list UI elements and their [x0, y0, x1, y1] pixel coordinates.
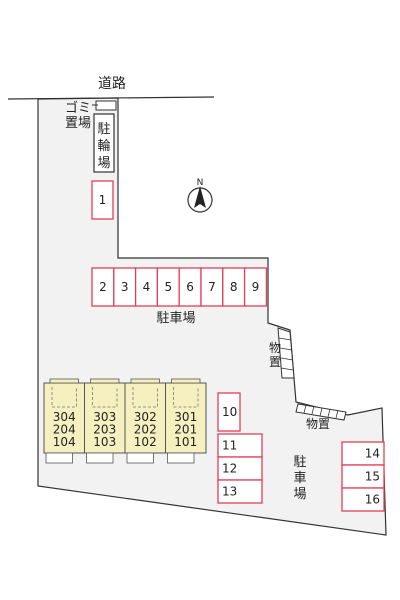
- parking-space: 13: [217, 479, 263, 504]
- parking-space-outline: [341, 487, 385, 512]
- parking-space: 12: [217, 456, 263, 481]
- parking-space-number: 8: [230, 280, 238, 294]
- parking-space: 11: [217, 433, 263, 458]
- unit-roof-notch: [90, 378, 120, 384]
- parking-space-number: 12: [222, 462, 237, 476]
- parking-space: 6: [178, 267, 202, 307]
- unit-room-number: 104: [53, 435, 76, 449]
- unit-room-number: 202: [134, 423, 157, 437]
- unit-entry-step: [126, 452, 154, 464]
- parking-space: 16: [341, 487, 385, 512]
- unit-room-number: 102: [134, 435, 157, 449]
- parking-space: 1: [91, 180, 114, 220]
- parking-space: 3: [113, 267, 137, 307]
- unit-room-number: 301: [174, 410, 197, 424]
- unit-block: [84, 382, 126, 454]
- parking-space-number: 7: [208, 280, 216, 294]
- unit-dashed-outline: [132, 387, 158, 408]
- unit-entry-step: [45, 452, 73, 464]
- unit-dashed-outline: [92, 387, 118, 408]
- parking-space-number: 6: [186, 280, 194, 294]
- parking-space-number: 13: [222, 485, 237, 499]
- unit-block: [165, 382, 207, 454]
- parking-space: 14: [341, 441, 385, 466]
- parking-space-outline: [243, 267, 268, 307]
- parking-space: 10: [217, 392, 241, 432]
- parking-space-number: 10: [222, 405, 237, 419]
- parking-space-number: 1: [99, 193, 107, 207]
- parking-side-char-1: 駐: [293, 455, 306, 470]
- unit-roof-notch: [49, 378, 79, 384]
- parking-space: 2: [91, 267, 115, 307]
- parking-space: 4: [134, 267, 159, 307]
- parking-side-char-2: 車: [293, 471, 306, 486]
- parking-space-number: 15: [365, 470, 380, 484]
- compass-label: N: [197, 178, 204, 188]
- bicycle-label-char-2: 輪: [97, 138, 110, 154]
- parking-side-char-3: 場: [293, 487, 306, 502]
- storage-lower: [295, 403, 347, 421]
- unit-room-number: 103: [93, 435, 116, 449]
- unit-entry-step: [86, 452, 114, 464]
- parking-space-outline: [217, 392, 241, 432]
- unit-roof-notch: [171, 378, 201, 384]
- unit-room-number: 303: [93, 410, 116, 424]
- unit-room-number: 201: [174, 423, 197, 437]
- garbage-label-line1: ゴミ: [65, 100, 91, 116]
- parking-space-number: 9: [252, 280, 260, 294]
- parking-space-outline: [91, 180, 114, 220]
- unit-dashed-outline: [173, 387, 199, 408]
- parking-space: 15: [341, 464, 385, 489]
- parking-space-number: 5: [164, 280, 172, 294]
- storage-upper-char-2: 置: [269, 355, 281, 369]
- parking-space: 7: [200, 267, 224, 307]
- storage-upper: [277, 327, 295, 379]
- parking-space: 9: [243, 267, 268, 307]
- storage-lower-label: 物置: [306, 417, 330, 431]
- north-compass-icon: N: [187, 178, 213, 213]
- parking-space-number: 11: [222, 439, 237, 453]
- parking-space-outline: [217, 479, 263, 504]
- parking-space-number: 2: [99, 280, 107, 294]
- road-label: 道路: [98, 76, 126, 92]
- unit-roof-notch: [130, 378, 160, 384]
- parking-space-number: 16: [365, 493, 380, 507]
- unit-room-number: 203: [93, 423, 116, 437]
- unit-dashed-outline: [51, 387, 77, 408]
- unit-room-number: 302: [134, 410, 157, 424]
- unit-entry-step: [167, 452, 195, 464]
- bicycle-label-char-1: 駐: [97, 122, 110, 137]
- unit-room-number: 304: [53, 410, 76, 424]
- storage-upper-char-1: 物: [269, 341, 281, 355]
- site-boundary: [37, 97, 387, 536]
- unit-room-number: 204: [53, 423, 76, 437]
- parking-space: 5: [156, 267, 180, 307]
- garbage-box: [95, 100, 117, 111]
- parking-space-number: 3: [121, 280, 129, 294]
- bicycle-parking-box: [93, 113, 115, 173]
- bicycle-label-char-3: 場: [97, 156, 110, 171]
- unit-room-number: 101: [174, 435, 197, 449]
- parking-space-number: 4: [143, 280, 151, 294]
- parking-lot-label: 駐車場: [156, 311, 195, 326]
- parking-space-number: 14: [365, 447, 380, 461]
- garbage-label-line2: 置場: [65, 116, 91, 131]
- parking-space: 8: [222, 267, 246, 307]
